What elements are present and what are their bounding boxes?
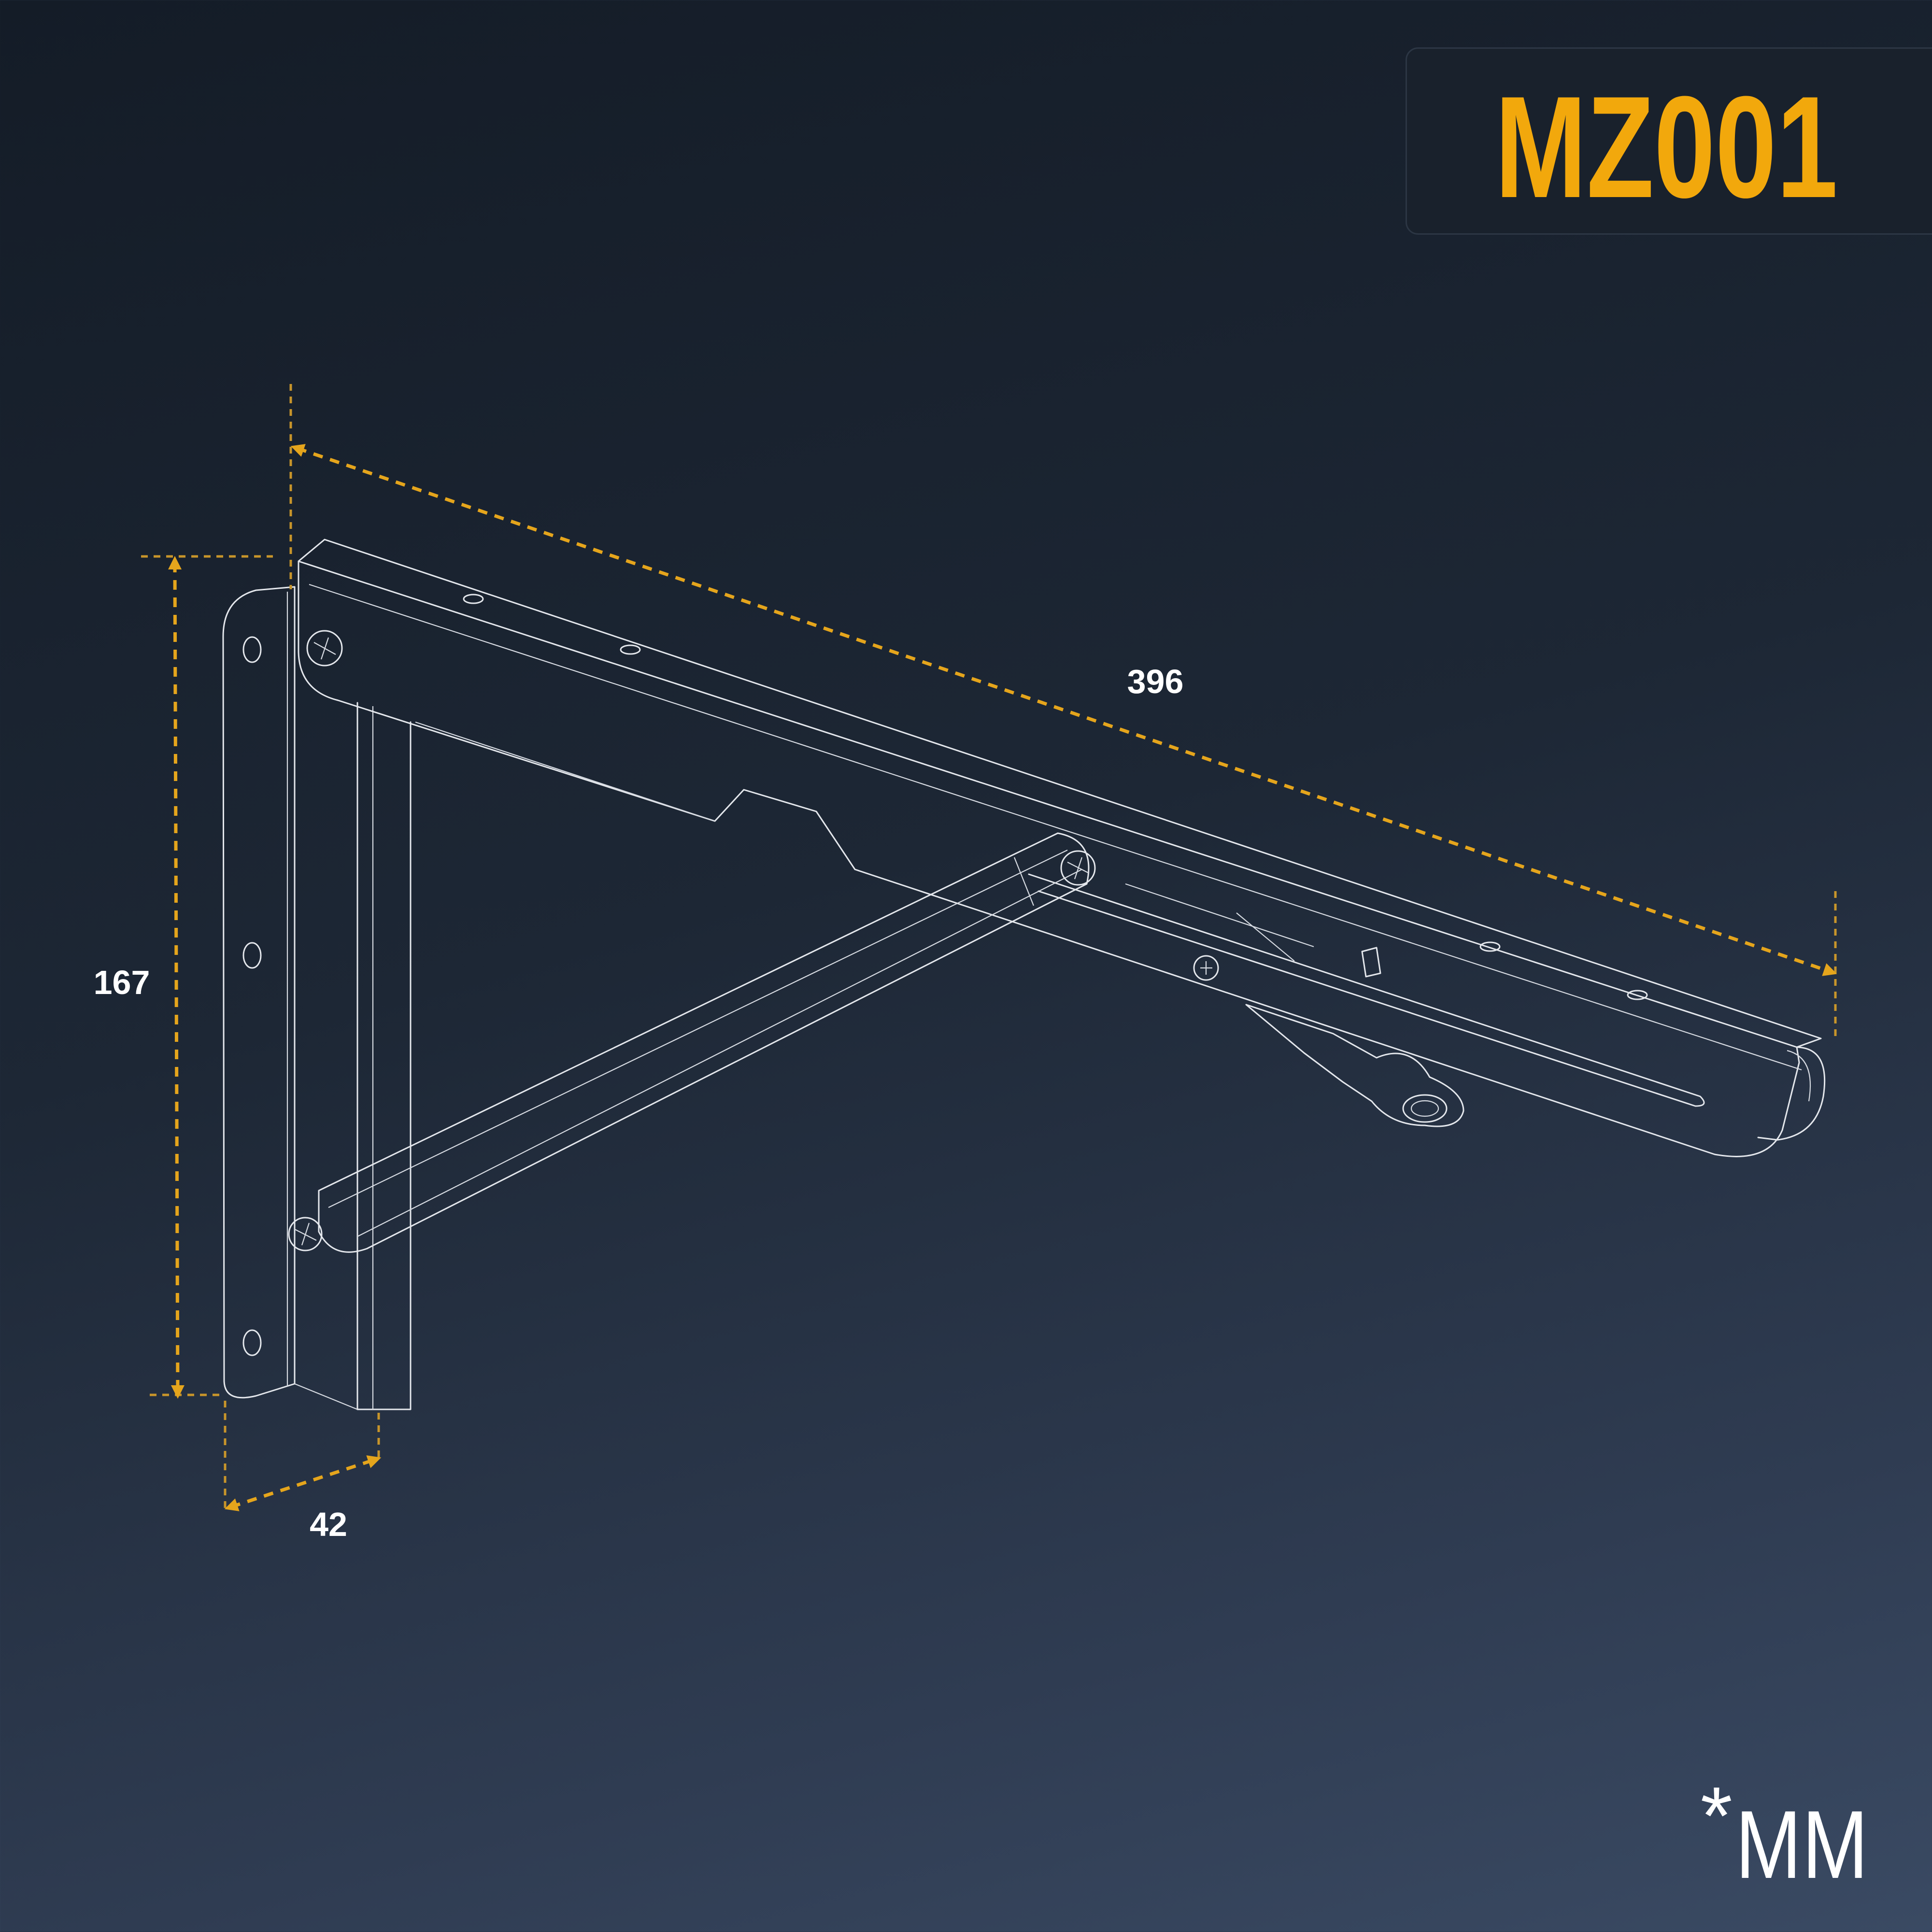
unit-asterisk: * xyxy=(1700,1770,1733,1862)
screw-hole-top xyxy=(242,636,262,663)
length-label: 396 xyxy=(1127,663,1184,700)
release-lever xyxy=(1245,1004,1464,1127)
strut-bottom-screw xyxy=(288,1217,323,1251)
screw-hole-bottom xyxy=(242,1329,262,1356)
height-label: 167 xyxy=(94,964,150,1001)
height-dimension: 167 xyxy=(94,555,273,1399)
model-code: MZ001 xyxy=(1495,66,1838,228)
screw-hole-middle xyxy=(242,942,262,969)
wall-plate xyxy=(222,586,412,1410)
upper-arm xyxy=(298,539,1826,1157)
depth-label: 42 xyxy=(310,1506,347,1543)
length-dimension: 396 xyxy=(289,384,1837,1038)
unit-label: MM xyxy=(1735,1791,1869,1899)
unit-note: *MM xyxy=(1701,1775,1898,1899)
model-badge xyxy=(1406,47,1932,235)
depth-dimension: 42 xyxy=(224,1401,382,1543)
